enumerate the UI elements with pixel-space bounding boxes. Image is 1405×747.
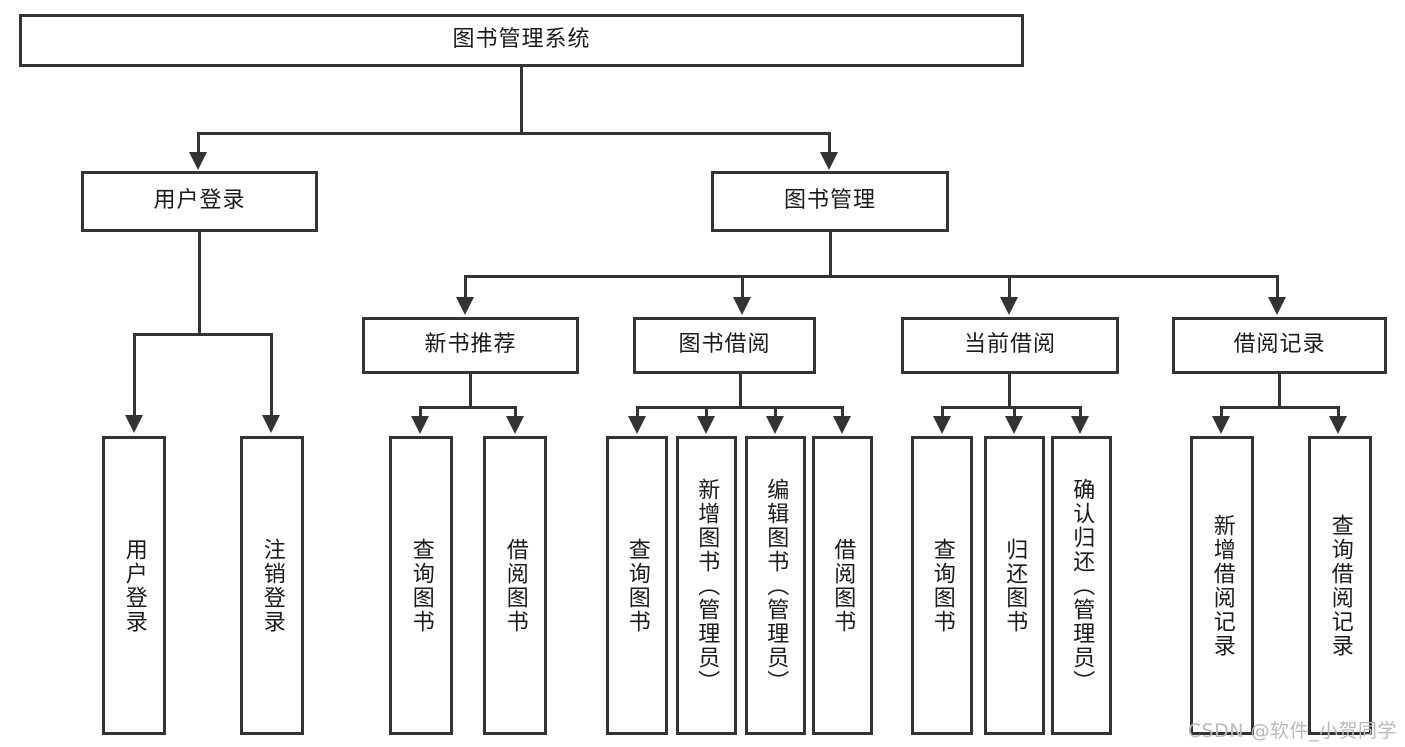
arrowhead-bookmgmt-to-newbook (456, 297, 474, 315)
arrowhead-borrow-to-query (628, 416, 646, 434)
connector-newbook-bus (419, 406, 517, 409)
node-label: 查询借阅记录 (1327, 513, 1353, 658)
leaf-query-book-recommend[interactable]: 查询图书 (389, 436, 453, 735)
connector-newbook-stem (469, 374, 472, 408)
connector-current-to-return (1013, 406, 1016, 418)
leaf-borrow-book[interactable]: 借阅图书 (812, 436, 873, 735)
leaf-edit-book-admin[interactable]: 编辑图书（管理员） (745, 436, 806, 735)
connector-borrow-bus (636, 406, 844, 409)
node-book-borrow[interactable]: 图书借阅 (633, 317, 816, 374)
connector-bookmgmt-stem (829, 232, 832, 277)
arrowhead-records-to-query (1329, 416, 1347, 434)
connector-records-stem (1278, 374, 1281, 408)
leaf-query-book-current[interactable]: 查询图书 (911, 436, 973, 735)
node-label: 用户登录 (153, 188, 246, 214)
leaf-add-book-admin[interactable]: 新增图书（管理员） (676, 436, 737, 735)
leaf-query-borrow-record[interactable]: 查询借阅记录 (1308, 436, 1372, 735)
leaf-borrow-book-recommend[interactable]: 借阅图书 (483, 436, 547, 735)
arrowhead-borrow-to-borrowbook (833, 416, 851, 434)
node-label: 当前借阅 (963, 332, 1056, 358)
arrowhead-current-to-confirm (1071, 416, 1089, 434)
connector-bookmgmt-to-newbook (464, 275, 467, 299)
arrowhead-current-to-return (1005, 416, 1023, 434)
connector-borrow-to-borrowbook (841, 406, 844, 418)
node-label: 借阅图书 (830, 537, 856, 634)
node-label: 查询图书 (408, 537, 434, 634)
node-label: 新增图书（管理员） (694, 477, 720, 694)
connector-borrow-to-add (705, 406, 708, 418)
connector-newbook-to-query (419, 406, 422, 418)
connector-records-bus (1220, 406, 1340, 409)
leaf-add-borrow-record[interactable]: 新增借阅记录 (1190, 436, 1254, 735)
node-label: 图书借阅 (678, 332, 771, 358)
connector-bookmgmt-bus (464, 275, 1279, 278)
node-label: 确认归还（管理员） (1069, 477, 1095, 694)
arrowhead-root-to-bookmgmt (820, 152, 838, 170)
connector-root-to-bookmgmt (828, 132, 831, 154)
node-root-system[interactable]: 图书管理系统 (19, 14, 1024, 67)
node-label: 新书推荐 (424, 332, 517, 358)
connector-login-bus (133, 333, 273, 336)
connector-borrow-to-edit (774, 406, 777, 418)
connector-current-bus (941, 406, 1081, 409)
node-label: 图书管理系统 (452, 27, 591, 53)
node-label: 注销登录 (259, 537, 285, 634)
arrowhead-login-to-userlogin (125, 415, 143, 433)
connector-current-to-confirm (1079, 406, 1082, 418)
connector-login-to-userlogin (133, 333, 136, 417)
arrowhead-borrow-to-edit (766, 416, 784, 434)
leaf-query-book-borrow[interactable]: 查询图书 (606, 436, 668, 735)
connector-bookmgmt-to-records (1276, 275, 1279, 299)
connector-borrow-stem (739, 374, 742, 408)
connector-borrow-to-query (636, 406, 639, 418)
arrowhead-records-to-add (1212, 416, 1230, 434)
arrowhead-bookmgmt-to-borrow (733, 297, 751, 315)
node-book-management[interactable]: 图书管理 (711, 171, 949, 232)
node-label: 查询图书 (624, 537, 650, 634)
arrowhead-newbook-to-borrowbook (506, 416, 524, 434)
leaf-return-book[interactable]: 归还图书 (984, 436, 1045, 735)
node-current-borrow[interactable]: 当前借阅 (901, 317, 1119, 374)
arrowhead-bookmgmt-to-records (1268, 297, 1286, 315)
connector-bookmgmt-to-borrow (741, 275, 744, 299)
arrowhead-bookmgmt-to-current (1000, 297, 1018, 315)
connector-current-stem (1008, 374, 1011, 408)
connector-records-to-add (1220, 406, 1223, 418)
connector-current-to-query (941, 406, 944, 418)
arrowhead-newbook-to-query (411, 416, 429, 434)
arrowhead-current-to-query (933, 416, 951, 434)
leaf-confirm-return-admin[interactable]: 确认归还（管理员） (1051, 436, 1112, 735)
connector-root-bus (197, 132, 831, 135)
node-user-login[interactable]: 用户登录 (81, 171, 318, 232)
connector-newbook-to-borrowbook (514, 406, 517, 418)
node-label: 查询图书 (929, 537, 955, 634)
leaf-user-login[interactable]: 用户登录 (102, 436, 166, 735)
node-label: 图书管理 (783, 188, 876, 214)
node-label: 用户登录 (121, 537, 147, 634)
connector-bookmgmt-to-current (1008, 275, 1011, 299)
csdn-watermark: CSDN @软件_小贺同学 (1187, 720, 1397, 742)
connector-records-to-query (1337, 406, 1340, 418)
leaf-logout[interactable]: 注销登录 (240, 436, 304, 735)
connector-root-stem (520, 67, 523, 134)
node-new-book-recommend[interactable]: 新书推荐 (362, 317, 579, 374)
arrowhead-borrow-to-add (697, 416, 715, 434)
connector-root-to-login (197, 132, 200, 154)
connector-login-to-logout (270, 333, 273, 417)
node-label: 借阅记录 (1233, 332, 1326, 358)
arrowhead-login-to-logout (262, 415, 280, 433)
node-borrow-records[interactable]: 借阅记录 (1172, 317, 1387, 374)
node-label: 归还图书 (1002, 537, 1028, 634)
connector-login-stem (198, 232, 201, 335)
node-label: 借阅图书 (502, 537, 528, 634)
node-label: 新增借阅记录 (1209, 513, 1235, 658)
arrowhead-root-to-login (189, 152, 207, 170)
node-label: 编辑图书（管理员） (763, 477, 789, 694)
